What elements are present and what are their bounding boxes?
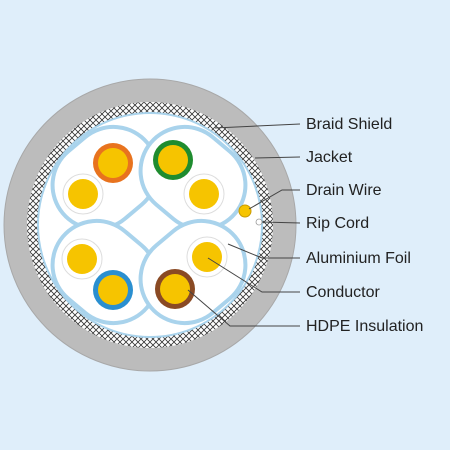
leader-aluminium-foil xyxy=(227,243,300,259)
conductor-white-brown xyxy=(192,242,222,272)
label-rip-cord: Rip Cord xyxy=(306,215,369,232)
conductor-orange-pair xyxy=(98,148,128,178)
leader-jacket xyxy=(254,156,301,159)
conductor-blue-pair xyxy=(98,275,128,305)
leader-hdpe-insulation xyxy=(187,289,300,327)
pair-bottom-right xyxy=(138,218,248,326)
conductor-green-pair xyxy=(158,145,188,175)
leader-conductor xyxy=(207,257,300,293)
leader-rip-cord xyxy=(261,221,301,224)
leader-lines xyxy=(187,123,301,327)
leader-drain-wire xyxy=(248,189,300,210)
label-jacket: Jacket xyxy=(306,149,353,166)
label-braid-shield: Braid Shield xyxy=(306,116,392,133)
conductor-white-green xyxy=(189,179,219,209)
pair-bottom-left xyxy=(50,218,160,326)
conductor-brown-pair xyxy=(160,274,190,304)
leader-braid-shield xyxy=(214,123,301,129)
drain-wire xyxy=(238,204,252,218)
pair-top-left xyxy=(50,124,160,232)
rip-cord xyxy=(255,218,263,226)
conductor-white-orange xyxy=(68,179,98,209)
label-drain-wire: Drain Wire xyxy=(306,182,382,199)
label-hdpe-insulation: HDPE Insulation xyxy=(306,318,423,335)
pair-top-right xyxy=(138,124,248,232)
label-conductor: Conductor xyxy=(306,284,380,301)
conductor-white-blue xyxy=(67,244,97,274)
label-aluminium-foil: Aluminium Foil xyxy=(306,250,411,267)
